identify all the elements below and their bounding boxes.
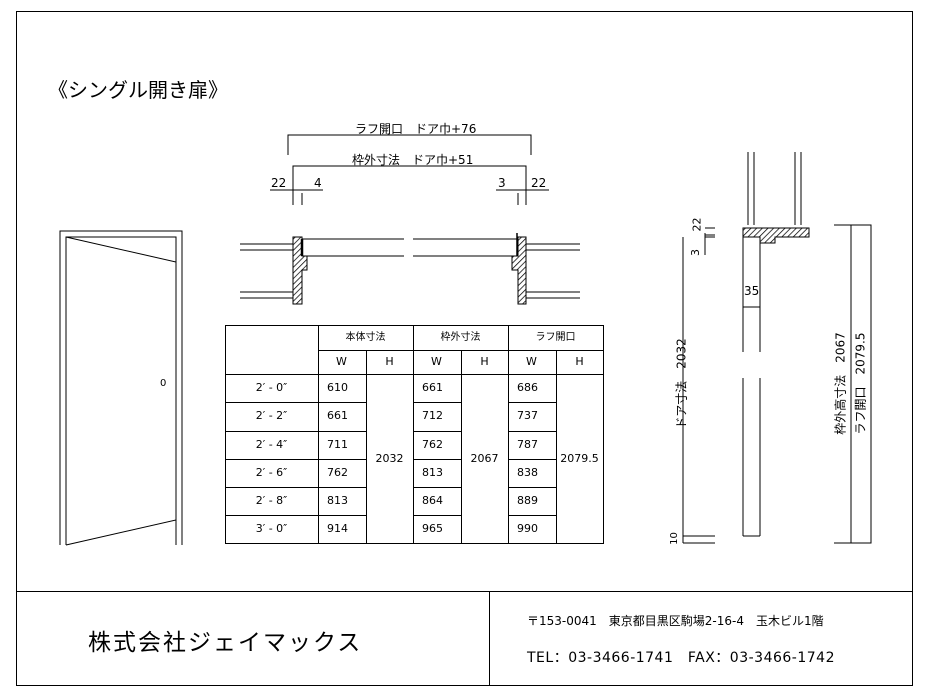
- sub-header: W: [526, 355, 537, 368]
- dim-right-outer: 22: [531, 176, 547, 190]
- row-size-label: 2′ - 0″: [255, 381, 288, 394]
- row-size-label: 2′ - 2″: [255, 409, 288, 422]
- company-name: 株式会社ジェイマックス: [88, 630, 363, 656]
- width-value: 712: [422, 409, 443, 422]
- sheet-border: [16, 11, 913, 686]
- width-value: 889: [517, 494, 538, 507]
- row-size-label: 3′ - 0″: [255, 522, 288, 535]
- width-value: 965: [422, 522, 443, 535]
- width-value: 610: [327, 381, 348, 394]
- group-header: 本体寸法: [345, 332, 386, 343]
- dim-10: 10: [668, 532, 680, 545]
- plan-section: [240, 238, 580, 299]
- table-grid: [225, 325, 604, 544]
- row-size-label: 2′ - 6″: [255, 466, 288, 479]
- page-title: 《シングル開き扉》: [48, 78, 228, 102]
- dim-35: 35: [744, 284, 760, 298]
- group-header: ラフ開口: [535, 332, 576, 343]
- rough-height-label: ラフ開口 2079.5: [853, 332, 868, 435]
- sub-header: W: [431, 355, 442, 368]
- height-value: 2067: [470, 452, 499, 465]
- width-value: 914: [327, 522, 348, 535]
- width-value: 661: [327, 409, 348, 422]
- width-value: 737: [517, 409, 538, 422]
- dim-left-inner: 4: [314, 176, 322, 190]
- sub-header: H: [385, 355, 394, 368]
- dim-left-outer: 22: [271, 176, 287, 190]
- width-value: 686: [517, 381, 538, 394]
- dim-22: 22: [690, 217, 704, 232]
- sub-header: W: [336, 355, 347, 368]
- size-table: 本体寸法 枠外寸法 ラフ開口 W H W H W H 2′ - 0″ 610 661 686 2′ …: [225, 325, 603, 543]
- width-value: 762: [422, 438, 443, 451]
- width-value: 711: [327, 438, 348, 451]
- width-value: 813: [327, 494, 348, 507]
- dim-right-inner: 3: [498, 176, 506, 190]
- dim-3: 3: [689, 249, 702, 256]
- plan-dimensions: [270, 134, 549, 205]
- group-header: 枠外寸法: [440, 332, 481, 343]
- row-size-label: 2′ - 8″: [255, 494, 288, 507]
- company-phone: TEL：03-3466-1741 FAX：03-3466-1742: [527, 650, 835, 666]
- door-handle-mark: 0: [160, 378, 167, 389]
- sub-header: H: [480, 355, 489, 368]
- width-value: 787: [517, 438, 538, 451]
- door-elevation: [59, 230, 183, 546]
- width-value: 864: [422, 494, 443, 507]
- width-value: 762: [327, 466, 348, 479]
- width-value: 990: [517, 522, 538, 535]
- height-value: 2079.5: [560, 452, 599, 465]
- frame-outer-label: 枠外寸法 ドア巾+51: [352, 153, 474, 167]
- frame-height-label: 枠外高寸法 2067: [833, 332, 848, 435]
- width-value: 661: [422, 381, 443, 394]
- rough-opening-label: ラフ開口 ドア巾+76: [355, 122, 477, 136]
- height-value: 2032: [375, 452, 404, 465]
- sub-header: H: [575, 355, 584, 368]
- door-height-label: ドア寸法 2032: [674, 338, 689, 429]
- row-size-label: 2′ - 4″: [255, 438, 288, 451]
- section-drawing: [682, 152, 872, 544]
- width-value: 813: [422, 466, 443, 479]
- width-value: 838: [517, 466, 538, 479]
- company-address: 〒153-0041 東京都目黒区駒場2-16-4 玉木ビル1階: [527, 614, 824, 628]
